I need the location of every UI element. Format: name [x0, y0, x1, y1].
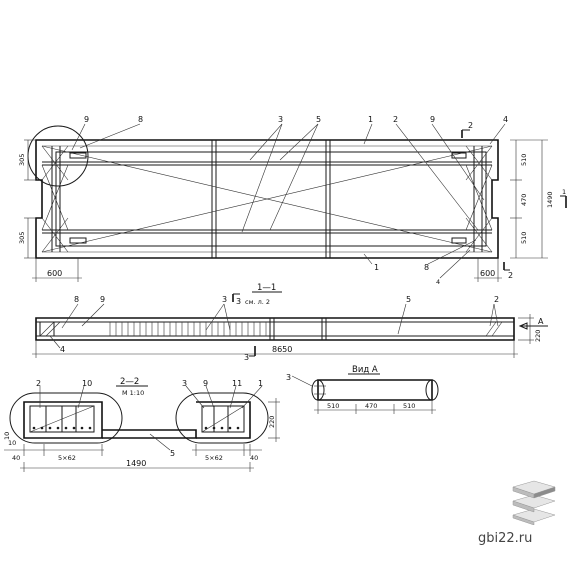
- rebar-dot: [236, 426, 240, 430]
- svg-text:40: 40: [12, 454, 20, 462]
- svg-text:2: 2: [508, 271, 513, 280]
- svg-text:5×62: 5×62: [205, 454, 223, 462]
- svg-text:3: 3: [244, 353, 249, 362]
- svg-text:600: 600: [480, 269, 495, 278]
- view-arrow-a: A: [538, 317, 544, 326]
- section-2-2-title: 2—2: [120, 377, 139, 387]
- plan-callout-4a: 4: [503, 115, 508, 124]
- beam-elevation-outline: [35, 317, 515, 341]
- section-1-1-hatching: [109, 322, 267, 336]
- svg-text:510: 510: [327, 402, 339, 410]
- svg-text:510: 510: [403, 402, 415, 410]
- svg-text:2: 2: [494, 295, 499, 304]
- svg-text:1: 1: [258, 379, 263, 388]
- plan-dims-left: 305 305: [18, 139, 36, 259]
- plan-callout-1a: 1: [368, 115, 373, 124]
- section-2-2-scale: М 1:10: [122, 389, 144, 397]
- rebar-dot: [72, 426, 76, 430]
- plan-callout-1b: 1: [374, 263, 379, 272]
- svg-text:5×62: 5×62: [58, 454, 76, 462]
- svg-text:2: 2: [36, 379, 41, 388]
- plan-dims-bottom: 600 600: [32, 258, 502, 282]
- svg-text:4: 4: [60, 345, 65, 354]
- svg-text:5: 5: [170, 449, 175, 458]
- rebar-dot: [88, 426, 92, 430]
- view-a: Вид А 3 510 470 510: [286, 365, 439, 414]
- section-1-1-sm-ref: см. л. 2: [245, 298, 270, 306]
- rebar-dot: [32, 426, 36, 430]
- section-1-1: 1—1 3 см. л. 2 8 9 3 5 2: [32, 283, 548, 362]
- rebar-dot: [56, 426, 60, 430]
- svg-text:11: 11: [232, 379, 242, 388]
- svg-text:5: 5: [406, 295, 411, 304]
- svg-text:470: 470: [365, 402, 377, 410]
- plan-callout-8a: 8: [138, 115, 143, 124]
- detail-circle: [27, 125, 89, 187]
- svg-text:8: 8: [74, 295, 79, 304]
- svg-text:9: 9: [100, 295, 105, 304]
- section-1-1-title: 1—1: [257, 283, 276, 293]
- svg-text:1490: 1490: [546, 191, 554, 208]
- svg-text:10: 10: [3, 432, 11, 440]
- svg-text:3: 3: [222, 295, 227, 304]
- svg-text:220: 220: [534, 330, 542, 342]
- rebar-dot: [212, 426, 216, 430]
- section-2-2-width: 1490: [126, 459, 146, 468]
- svg-text:510: 510: [520, 154, 528, 166]
- svg-text:9: 9: [203, 379, 208, 388]
- svg-text:510: 510: [520, 232, 528, 244]
- rebar-dot: [220, 426, 224, 430]
- watermark-text: gbi22.ru: [478, 531, 533, 546]
- svg-text:40: 40: [250, 454, 258, 462]
- svg-text:305: 305: [18, 232, 26, 244]
- rebar-dot: [64, 426, 68, 430]
- right-end-lattice: [451, 145, 493, 253]
- section-1-1-length: 8650: [272, 345, 292, 354]
- svg-text:305: 305: [18, 154, 26, 166]
- plan-leaders: [71, 123, 506, 279]
- plan-callout-8b: 8: [424, 263, 429, 272]
- section-2-2-right-oval: [175, 392, 269, 444]
- section-2-2-left-oval: [9, 392, 123, 444]
- svg-text:3: 3: [286, 373, 291, 382]
- plan-callout-9a: 9: [84, 115, 89, 124]
- svg-text:220: 220: [268, 416, 276, 428]
- rebar-dot: [204, 426, 208, 430]
- gbi22-logo-icon: [512, 480, 556, 525]
- plan-callout-9b: 9: [430, 115, 435, 124]
- plan-dims-right: 510 470 510 1490 1: [510, 139, 567, 259]
- svg-text:470: 470: [520, 194, 528, 206]
- plan-callout-3: 3: [278, 115, 283, 124]
- svg-text:10: 10: [82, 379, 92, 388]
- left-end-lattice: [41, 145, 87, 253]
- svg-text:3: 3: [182, 379, 187, 388]
- svg-text:10: 10: [8, 439, 16, 447]
- section-mark-2: 2 2: [461, 121, 513, 280]
- plan-view: 9 8 3 5 1 2 9 4 1 8 4 2 2 305 305: [18, 115, 567, 286]
- section-1-1-sm-ref-num: 3: [236, 297, 241, 306]
- plan-callout-5: 5: [316, 115, 321, 124]
- view-a-outline: [317, 379, 433, 401]
- section-2-2-rebar-dots: [32, 426, 240, 430]
- plan-callout-2: 2: [393, 115, 398, 124]
- plan-callout-4b: 4: [436, 278, 440, 286]
- rebar-dot: [48, 426, 52, 430]
- rebar-dot: [40, 426, 44, 430]
- section-2-2: 2—2 М 1:10 2 10 3 9 11 1: [3, 377, 280, 472]
- svg-text:2: 2: [468, 121, 473, 130]
- view-a-title: Вид А: [352, 365, 378, 375]
- rebar-dot: [228, 426, 232, 430]
- plan-inner-frame: [55, 151, 487, 247]
- svg-text:1: 1: [562, 188, 566, 196]
- rebar-dot: [80, 426, 84, 430]
- svg-text:600: 600: [47, 269, 62, 278]
